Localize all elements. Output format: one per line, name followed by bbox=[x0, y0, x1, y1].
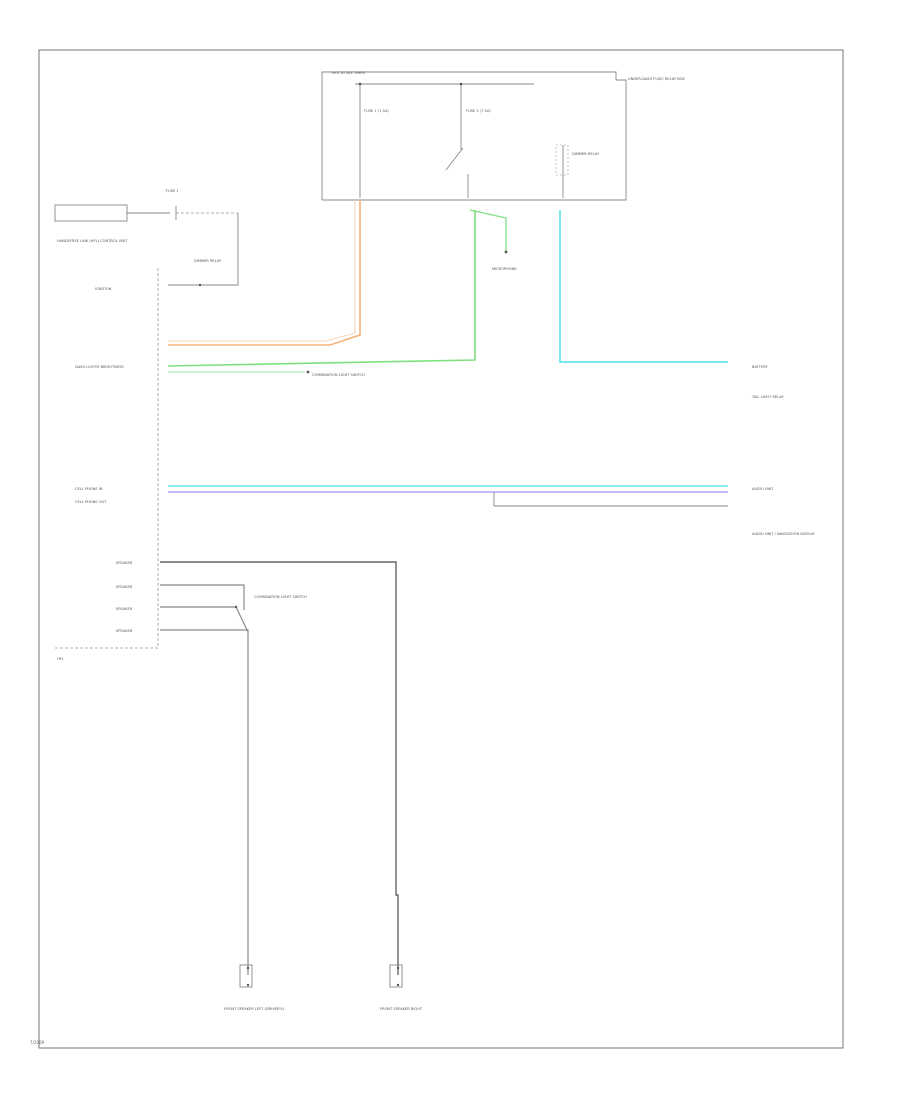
cell-phone-out-label: CELL PHONE OUT bbox=[75, 500, 107, 504]
hfl-unit-label: HANDSFREE LINK (HFL) CONTROL UNIT bbox=[57, 239, 128, 243]
top-left-fuse: FUSE 1 DIMMER RELAY bbox=[54, 189, 239, 287]
fuse-a-label: FUSE 1 (7.5A) bbox=[364, 109, 389, 113]
combination-light-label: COMBINATION LIGHT SWITCH bbox=[312, 373, 365, 377]
front-speaker-right-label: FRONT SPEAKER RIGHT bbox=[380, 1007, 423, 1011]
speaker-wires: COMBINATION LIGHT SWITCH bbox=[160, 561, 399, 975]
hfl-unit-short-label: HFL bbox=[57, 657, 64, 661]
footer-code: 7/2009 bbox=[30, 1040, 45, 1045]
speaker-2-label: SPEAKER bbox=[116, 585, 133, 589]
diagram-frame bbox=[38, 49, 844, 1049]
fuse-top-left-label: FUSE 1 bbox=[166, 189, 179, 193]
fuse-relay-box: HOT AT ALL TIMES UNDER-DASH FUSE/ RELAY … bbox=[321, 71, 685, 201]
speaker-4-label: SPEAKER bbox=[116, 629, 133, 633]
cell-phone-wires: BATTERY TAIL LIGHT RELAY AUDIO UNIT AUDI… bbox=[168, 365, 816, 536]
audio-unit-label: AUDIO UNIT bbox=[752, 487, 774, 491]
ignition-label: IGNITION bbox=[95, 287, 112, 291]
speaker-3-label: SPEAKER bbox=[116, 607, 133, 611]
fuse-wires: MICROPHONE COMBINATION LIGHT SWITCH bbox=[167, 200, 728, 377]
fuse-b-label: FUSE 2 (7.5A) bbox=[466, 109, 491, 113]
front-speaker-left: FRONT SPEAKER LEFT (DRIVER'S) bbox=[224, 964, 285, 1011]
fuse-relay-box-label: UNDER-DASH FUSE/ RELAY BOX bbox=[628, 77, 685, 81]
speaker-1-label: SPEAKER bbox=[116, 561, 133, 565]
rear-battery-label: BATTERY bbox=[752, 365, 769, 369]
hot-at-all-times-label: HOT AT ALL TIMES bbox=[332, 71, 366, 75]
front-speaker-left-label: FRONT SPEAKER LEFT (DRIVER'S) bbox=[224, 1007, 285, 1011]
dimmer-relay-label: DIMMER RELAY bbox=[572, 152, 600, 156]
hfl-unit-box: HANDSFREE LINK (HFL) CONTROL UNIT HFL IG… bbox=[55, 239, 159, 661]
bright-input-label: DASH LIGHTS BRIGHTNESS bbox=[75, 365, 124, 369]
mic-label: MICROPHONE bbox=[492, 267, 517, 271]
tail-light-relay-label: TAIL LIGHT RELAY bbox=[751, 395, 784, 399]
cell-phone-in-label: CELL PHONE IN bbox=[75, 487, 103, 491]
front-speaker-right: FRONT SPEAKER RIGHT bbox=[380, 964, 423, 1011]
combination-light-switch-label: COMBINATION LIGHT SWITCH bbox=[254, 595, 307, 599]
dimmer-relay-left-label: DIMMER RELAY bbox=[194, 259, 222, 263]
audio-unit-long-label: AUDIO UNIT / NAVIGATION DISPLAY bbox=[752, 532, 816, 536]
